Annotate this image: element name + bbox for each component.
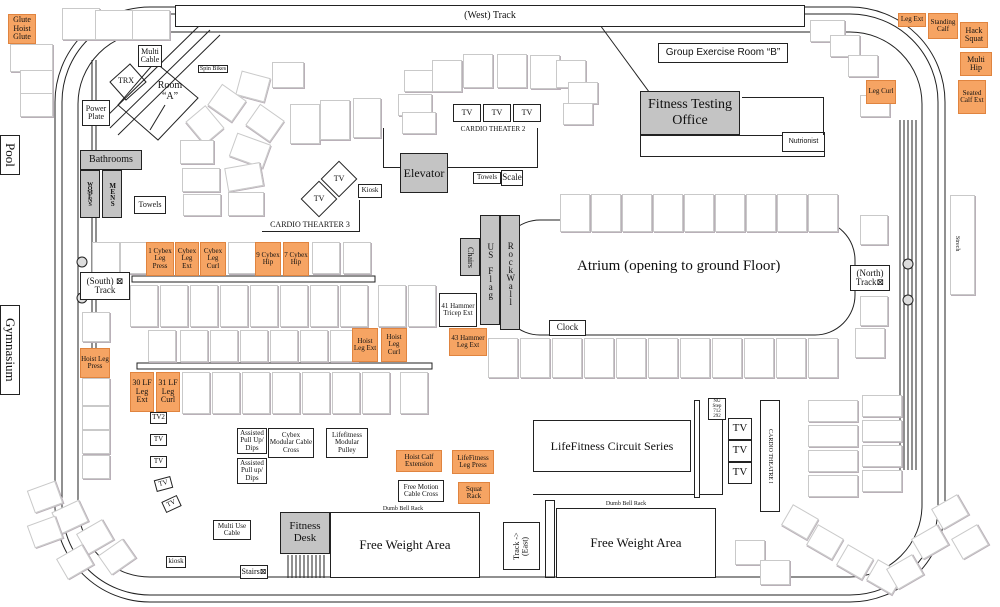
seated-calf-ext[interactable]: Seated Calf Ext xyxy=(958,80,986,114)
multi-use-cable: Multi Use Cable xyxy=(213,520,251,540)
weight-rack-divider xyxy=(545,500,555,578)
tv-left-1: TV xyxy=(150,434,167,446)
elevator[interactable]: Elevator xyxy=(400,153,448,193)
room-a-label[interactable]: Room “A” xyxy=(157,80,183,102)
hoist-leg-ext[interactable]: Hoist Leg Ext xyxy=(352,328,378,362)
gymnasium-text: Gymnasium xyxy=(2,318,18,382)
cardio-theatre-1-text: CARDIO THEATRE I xyxy=(767,428,774,484)
us-flag: US Flag xyxy=(480,215,500,325)
towels-left: Towels xyxy=(134,196,166,214)
pool-label: Pool xyxy=(0,135,20,175)
womens-text: WOMENS xyxy=(87,182,94,206)
cardio-theater-3-area xyxy=(262,200,360,232)
cardio-theatre-1: CARDIO THEATRE I xyxy=(760,400,780,512)
west-track-label: (West) Track xyxy=(175,5,805,27)
assisted-pull-up-dips-2: Assisted Pull up/ Dips xyxy=(237,458,267,484)
tv-ct1-2: TV xyxy=(728,440,752,462)
cybex-hip-7[interactable]: 7 Cybex Hip xyxy=(283,242,309,276)
hack-squat[interactable]: Hack Squat xyxy=(960,22,988,48)
chairs: Chairs xyxy=(460,238,480,276)
lifefitness-leg-press[interactable]: LifeFitness Leg Press xyxy=(452,450,494,474)
circuit-area xyxy=(533,400,723,495)
tv-ct2-2: TV xyxy=(483,104,511,122)
tv-ct2-3: TV xyxy=(513,104,541,122)
tv-ct2-1: TV xyxy=(453,104,481,122)
standing-calf[interactable]: Standing Calf xyxy=(928,13,958,39)
cardio-thearter-3-label: CARDIO THEARTER 3 xyxy=(270,219,350,229)
stretch-area: Strech xyxy=(950,228,964,260)
fitness-testing-office[interactable]: Fitness Testing Office xyxy=(640,91,740,135)
tv2: TV2 xyxy=(150,412,167,424)
east-track-label: Track -> (East) xyxy=(503,522,540,570)
hammer-leg-ext-43[interactable]: 43 Hammer Leg Ext xyxy=(449,328,487,356)
assisted-pull-up-dips-1: Assisted Pull Up/ Dips xyxy=(237,428,267,454)
hoist-calf-extension[interactable]: Hoist Calf Extension xyxy=(396,450,442,472)
clock: Clock xyxy=(549,320,586,336)
lf-leg-curl-31[interactable]: 31 LF Leg Curl xyxy=(156,372,180,412)
cybex-hip-9[interactable]: 9 Cybex Hip xyxy=(255,242,281,276)
gymnasium-label: Gymnasium xyxy=(0,305,20,395)
us-flag-text: US Flag xyxy=(485,242,496,298)
spin-bikes: Spin Bikes xyxy=(198,65,228,73)
cybex-modular-cable-cross: Cybex Modular Cable Cross xyxy=(268,428,314,458)
stairs[interactable]: Stairs⊠ xyxy=(240,565,268,579)
chairs-text: Chairs xyxy=(466,246,476,268)
towels-mid: Towels xyxy=(473,172,501,184)
bathrooms[interactable]: Bathrooms xyxy=(80,150,142,170)
glute-hoist-glute[interactable]: Glute Hoist Glute xyxy=(8,14,36,44)
stretch-text: Strech xyxy=(954,236,961,252)
east-track-text: Track -> (East) xyxy=(512,532,530,560)
multi-cable-top: Multi Cable xyxy=(138,45,162,67)
scale: Scale xyxy=(501,170,523,186)
squat-rack[interactable]: Squat Rack xyxy=(458,482,490,504)
nu-step: NU Step 712 292 xyxy=(708,398,726,420)
rock-wall-text: RockWall xyxy=(505,240,516,305)
group-exercise-room-b[interactable]: Group Exercise Room “B” xyxy=(658,43,788,63)
free-weight-area-1[interactable]: Free Weight Area xyxy=(330,512,480,578)
mens-bathroom[interactable]: MENS xyxy=(102,170,122,218)
hoist-leg-press[interactable]: Hoist Leg Press xyxy=(80,348,110,378)
tv-diamond-1-text: TV xyxy=(333,173,345,183)
dumbbell-rack-1: Dumb Bell Rack xyxy=(382,505,424,512)
cybex-leg-press-1[interactable]: 1 Cybex Leg Press xyxy=(146,242,174,276)
leg-curl-top[interactable]: Leg Curl xyxy=(866,80,896,104)
womens-bathroom[interactable]: WOMENS xyxy=(80,170,100,218)
kiosk-bottom[interactable]: kiosk xyxy=(166,556,186,568)
tv-ct1-1: TV xyxy=(728,418,752,440)
pool-text: Pool xyxy=(2,143,18,167)
dumbbell-rack-2: Dumb Bell Rack xyxy=(605,500,647,507)
south-track-label: (South) ⊠ Track xyxy=(80,272,130,300)
hammer-tricep-ext-41[interactable]: 41 Hammer Tricep Ext xyxy=(439,293,477,327)
free-motion-cable-cross: Free Motion Cable Cross xyxy=(398,480,444,502)
lifefitness-modular-pulley: Lifefitness Modular Pulley xyxy=(326,428,368,458)
power-plate: Power Plate xyxy=(82,100,110,126)
free-weight-area-2[interactable]: Free Weight Area xyxy=(556,508,716,578)
leg-ext-top[interactable]: Leg Ext xyxy=(898,13,926,27)
tv-left-2: TV xyxy=(150,456,167,468)
lifefitness-circuit-series[interactable]: LifeFitness Circuit Series xyxy=(533,420,691,472)
trx-label: TRX xyxy=(118,76,134,85)
rock-wall[interactable]: RockWall xyxy=(500,215,520,330)
tv-ct1-3: TV xyxy=(728,462,752,484)
fitness-desk[interactable]: Fitness Desk xyxy=(280,512,330,554)
multi-hip[interactable]: Multi Hip xyxy=(960,52,992,76)
hoist-leg-curl[interactable]: Hoist Leg Curl xyxy=(381,328,407,362)
lf-leg-ext-30[interactable]: 30 LF Leg Ext xyxy=(130,372,154,412)
kiosk-top[interactable]: Kiosk xyxy=(358,184,382,198)
cardio-theater-2-area xyxy=(383,128,538,168)
north-track-label: (North) Track⊠ xyxy=(850,265,890,291)
fitness-office-wall xyxy=(742,97,824,135)
circuit-rail xyxy=(694,400,700,498)
cardio-theater-2-label: CARDIO THEATER 2 xyxy=(460,125,526,134)
mens-text: MENS xyxy=(108,182,117,206)
atrium-label: Atrium (opening to ground Floor) xyxy=(577,258,781,274)
cybex-leg-ext[interactable]: Cybex Leg Ext xyxy=(175,242,199,276)
cybex-leg-curl[interactable]: Cybex Leg Curl xyxy=(200,242,226,276)
nutrionist-room[interactable]: Nutrionist xyxy=(782,132,825,152)
